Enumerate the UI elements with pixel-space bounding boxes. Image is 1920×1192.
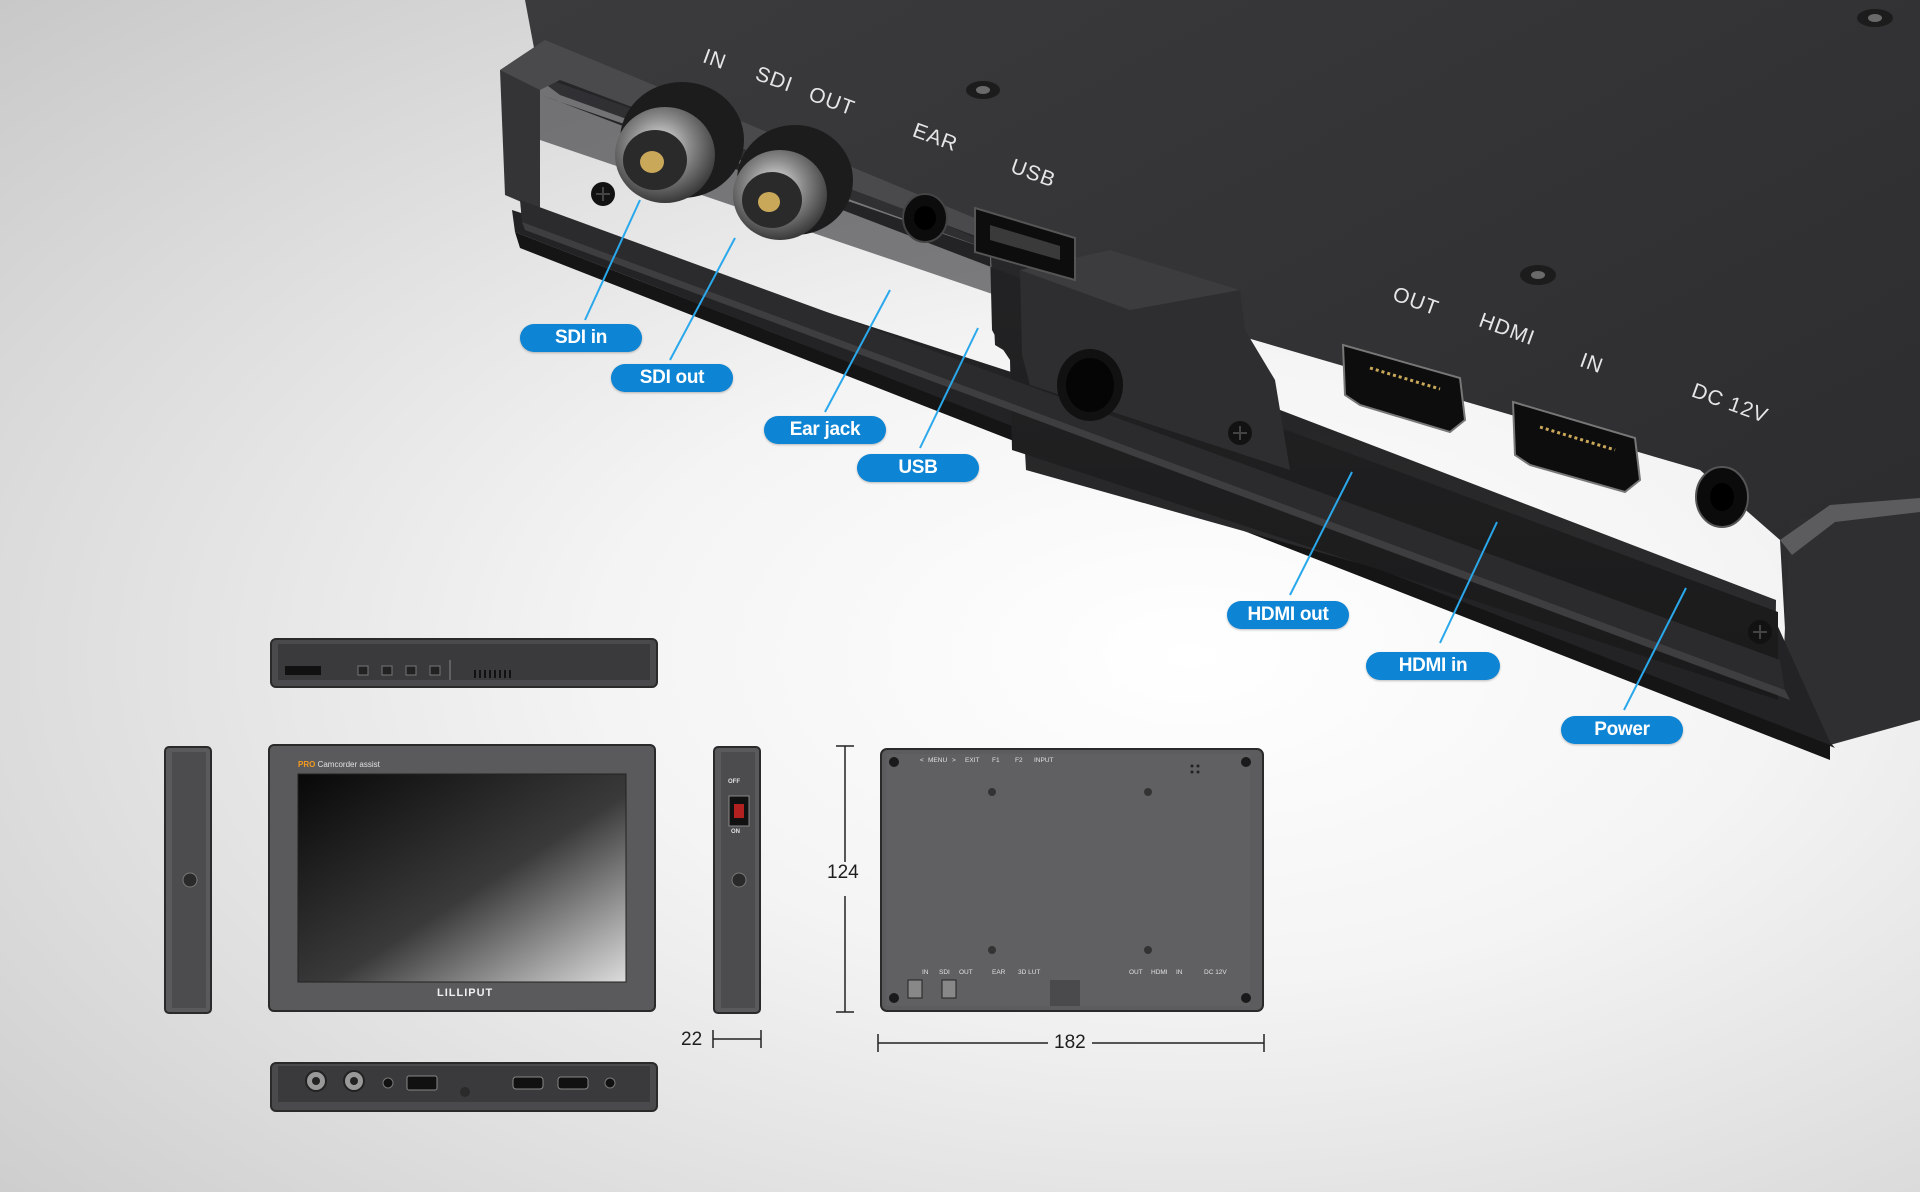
label-sdi-out: SDI out [611,364,733,392]
back-bottom-label: OUT [959,969,973,976]
label-ear-jack: Ear jack [764,416,886,444]
label-power: Power [1561,716,1683,744]
label-hdmi-in: HDMI in [1366,652,1500,680]
hdmi-in-port [1511,400,1642,494]
right-side-view [713,746,761,1014]
back-top-label: < [920,757,924,764]
label-usb: USB [857,454,979,482]
front-logo: LILLIPUT [437,987,494,999]
back-top-label: F2 [1015,757,1023,764]
back-bottom-label: SDI [939,969,950,976]
switch-off: OFF [728,779,740,785]
height-label: 124 [827,862,859,883]
back-bottom-label: IN [1176,969,1183,976]
dc-power-port [1695,466,1749,528]
usb-port [974,206,1076,282]
back-bottom-label: HDMI [1151,969,1168,976]
bottom-view [270,1062,658,1112]
back-top-label: MENU [928,757,948,764]
back-bottom-label: IN [922,969,929,976]
back-bottom-label: 3D LUT [1018,969,1041,976]
top-view [270,638,658,688]
height-dimension [836,745,854,1013]
back-bottom-label: EAR [992,969,1006,976]
back-top-label: > [952,757,956,764]
sdi-in-connector [615,82,744,203]
left-side-view [164,746,212,1014]
back-top-label: EXIT [965,757,980,764]
front-brand: PRO Camcorder assist [298,760,380,769]
sdi-out-connector [733,125,853,240]
back-top-label: INPUT [1034,757,1054,764]
switch-on: ON [731,829,740,835]
label-hdmi-out: HDMI out [1227,601,1349,629]
back-view [880,748,1264,1012]
brand-text: Camcorder assist [317,760,380,769]
hdmi-out-port [1341,343,1467,434]
back-bottom-label: OUT [1129,969,1143,976]
depth-label: 22 [681,1029,703,1050]
label-sdi-in: SDI in [520,324,642,352]
leader-lines [584,199,1687,711]
back-bottom-label: DC 12V [1204,969,1227,976]
width-label: 182 [1054,1032,1086,1053]
width-dimension [877,1034,1265,1052]
depth-dimension [712,1030,762,1048]
back-top-label: F1 [992,757,1000,764]
brand-prefix: PRO [298,760,316,769]
front-view [268,744,656,1012]
ear-jack-port [902,193,948,243]
